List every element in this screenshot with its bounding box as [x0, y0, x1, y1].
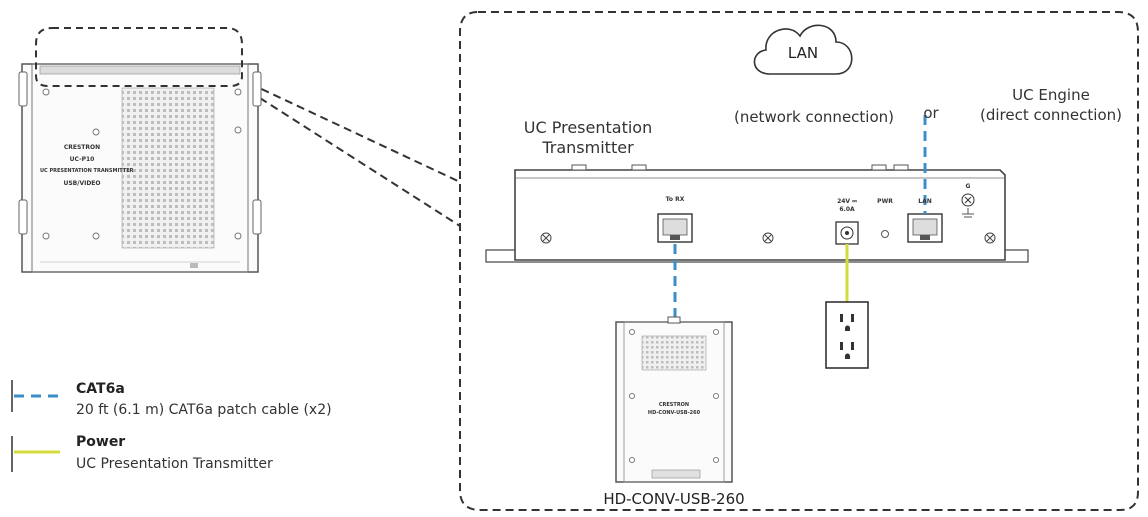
legend-cat6a-swatch — [11, 380, 60, 412]
uc-engine-caption: (direct connection) — [979, 106, 1122, 124]
converter-label: HD-CONV-USB-260 — [603, 490, 745, 508]
pwr-led — [881, 230, 889, 238]
converter-brand: CRESTRON — [658, 402, 690, 408]
power-outlet-icon — [825, 301, 869, 369]
transmitter-label-line2: Transmitter — [542, 138, 634, 157]
or-label: or — [923, 104, 939, 122]
hd-conv-usb-260-device — [615, 316, 733, 483]
lan-cloud-label: LAN — [787, 44, 819, 62]
front-panel-brand: CRESTRON — [63, 144, 101, 151]
lan-caption: (network connection) — [733, 108, 895, 126]
pwr-led-label: PWR — [877, 198, 893, 205]
front-panel-name: UC PRESENTATION TRANSMITTER — [40, 168, 134, 174]
zoom-line-upper — [237, 77, 461, 183]
legend-cat6a-title: CAT6a — [76, 381, 125, 397]
legend-power-swatch — [11, 436, 60, 472]
front-panel-device — [18, 63, 262, 273]
converter-model: HD-CONV-USB-260 — [647, 410, 701, 416]
uc-presentation-transmitter — [485, 164, 1029, 263]
legend-power-description: UC Presentation Transmitter — [76, 456, 273, 472]
ground-label: G — [965, 183, 971, 190]
lan-port-label: LAN — [918, 198, 932, 205]
zoom-line-lower — [237, 83, 461, 227]
transmitter-label-line1: UC Presentation — [523, 118, 653, 137]
power-port-label-line1: 24V ⎓ — [837, 198, 857, 205]
front-panel-model: UC-P10 — [69, 156, 95, 163]
power-port-label-line2: 6.0A — [839, 206, 855, 213]
to-rx-port-label: To RX — [665, 196, 685, 203]
lan-cloud-icon — [753, 24, 853, 75]
callout-region — [459, 11, 1139, 511]
uc-engine-label: UC Engine — [1012, 86, 1090, 104]
front-panel-id: USB/VIDEO — [63, 180, 101, 187]
legend-cat6a-description: 20 ft (6.1 m) CAT6a patch cable (x2) — [76, 402, 332, 418]
legend-power-title: Power — [76, 434, 126, 450]
